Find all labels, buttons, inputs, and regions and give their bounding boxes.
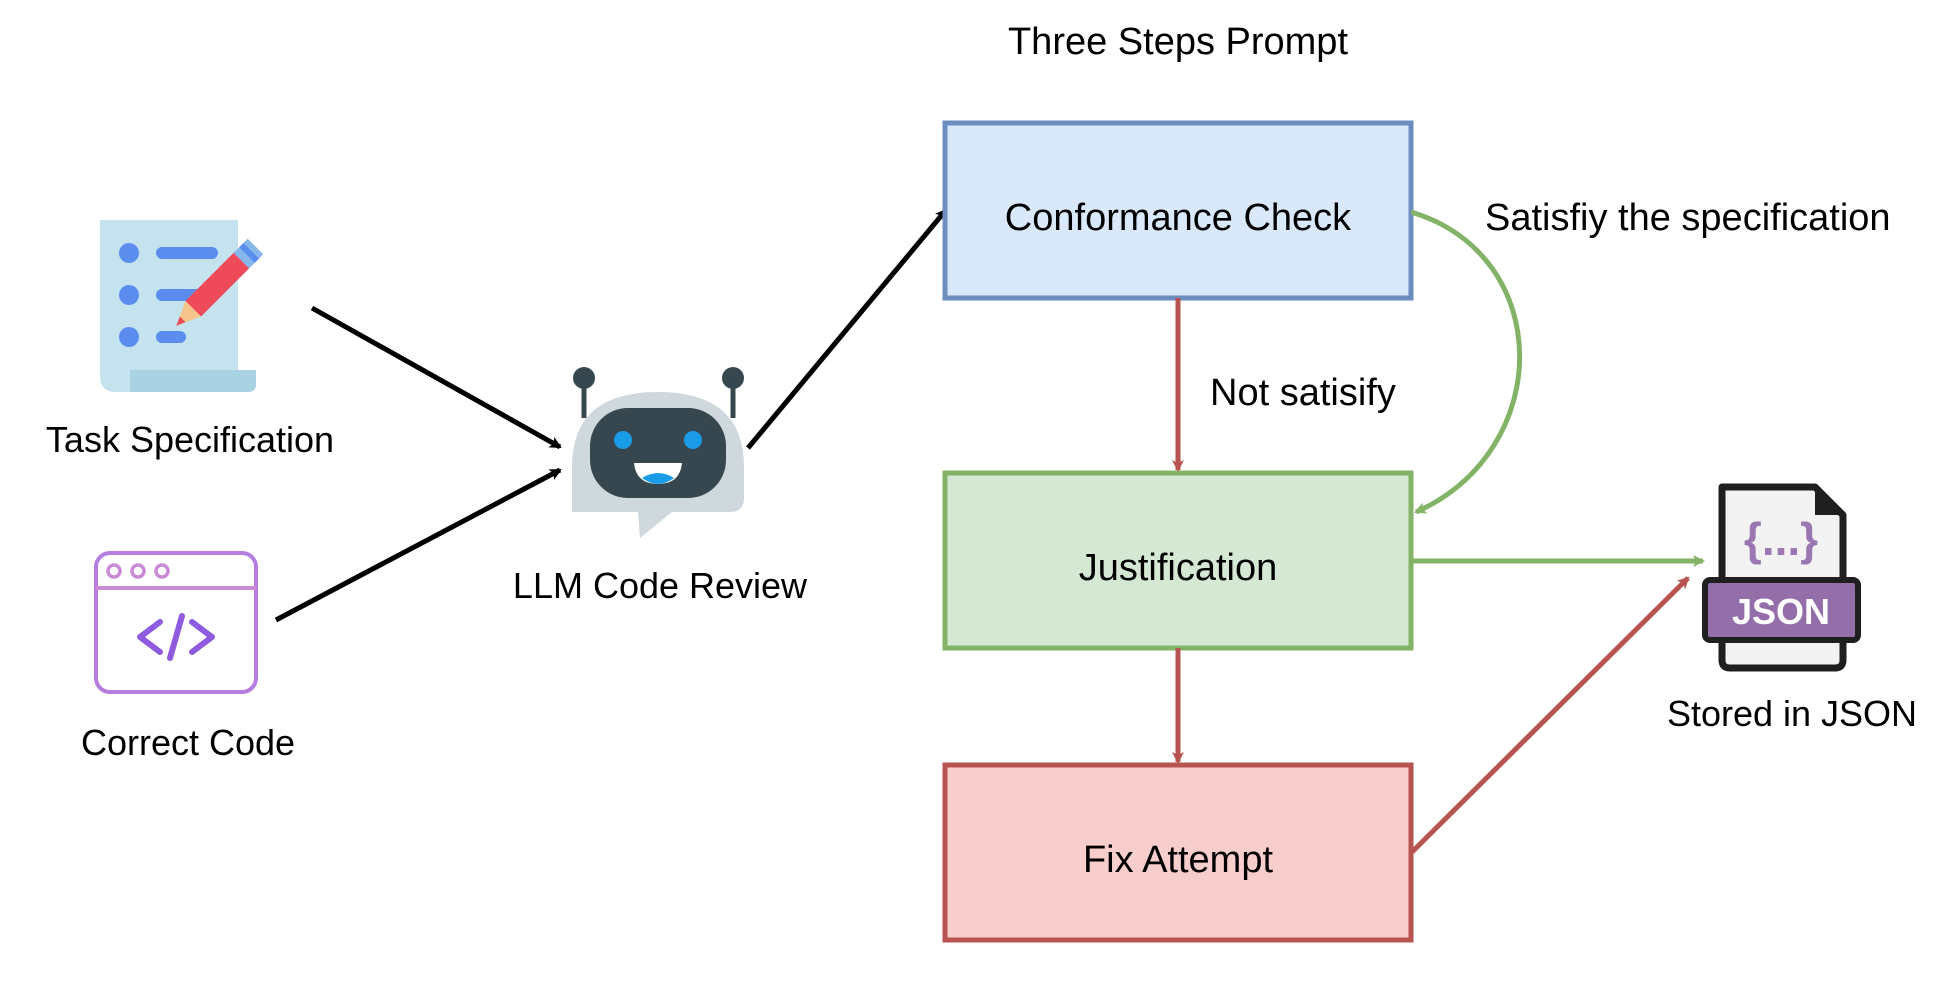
llm-code-review-label: LLM Code Review (513, 565, 808, 606)
edge-llm-to-conformance (746, 208, 948, 450)
diagram-title: Three Steps Prompt (1008, 21, 1348, 63)
robot-icon (572, 367, 744, 538)
stored-in-json-label: Stored in JSON (1667, 693, 1917, 734)
fix-attempt-label: Fix Attempt (1083, 839, 1273, 881)
edge-code-to-llm (274, 467, 562, 623)
document-pencil-icon (100, 220, 264, 392)
json-file-icon: {...} JSON (1702, 483, 1861, 672)
edge-fix-to-json (1409, 576, 1690, 855)
json-badge-text: JSON (1732, 591, 1830, 632)
correct-code-label: Correct Code (81, 722, 295, 763)
conformance-check-box (942, 120, 1414, 301)
json-braces-glyph: {...} (1744, 513, 1818, 565)
edge-satisfy-curve (1410, 209, 1523, 515)
edge-spec-to-llm (310, 305, 562, 450)
not-satisfy-label: Not satisify (1210, 372, 1396, 414)
satisfy-label: Satisfiy the specification (1485, 197, 1891, 239)
justification-label: Justification (1079, 547, 1278, 589)
task-specification-label: Task Specification (46, 419, 334, 460)
code-window-icon (94, 551, 258, 694)
conformance-check-label: Conformance Check (1005, 197, 1352, 239)
